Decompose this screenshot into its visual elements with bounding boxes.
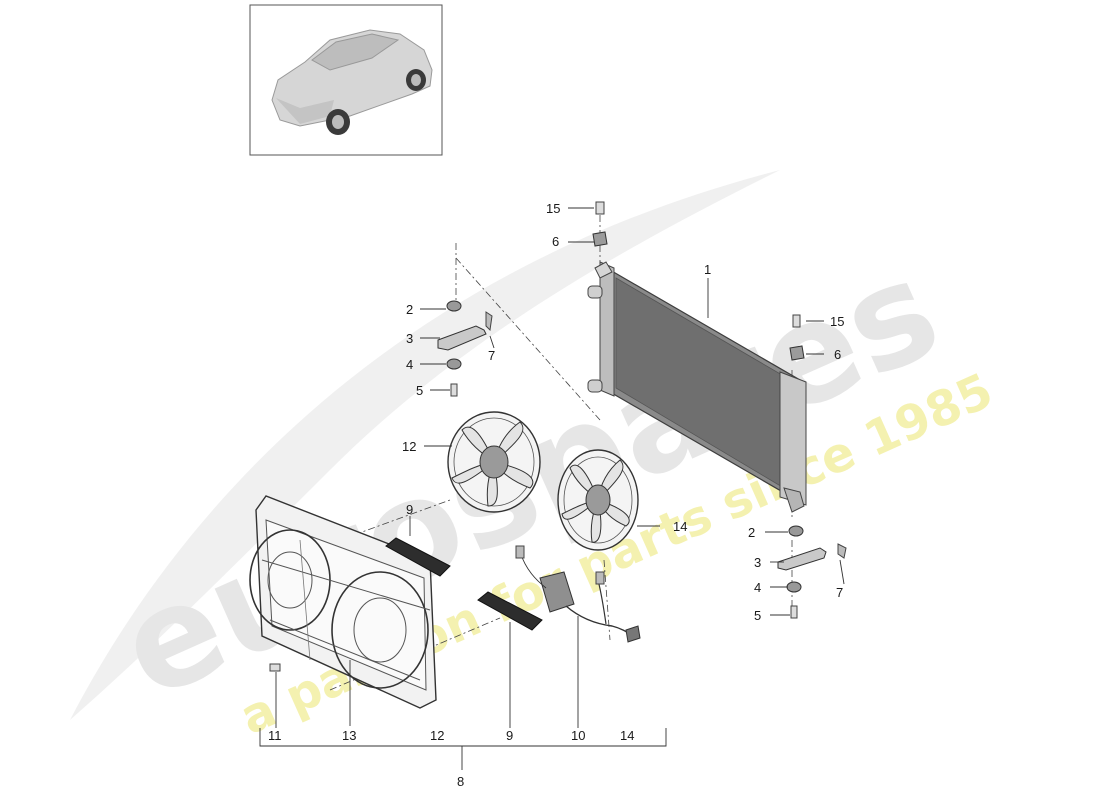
fan-control-unit bbox=[515, 545, 641, 643]
vehicle-thumbnail bbox=[249, 4, 443, 156]
fan-small bbox=[557, 449, 639, 551]
callouts: 1 15 6 15 6 2 3 4 5 7 12 14 9 2 3 4 5 7 … bbox=[268, 201, 844, 789]
callout-3-right: 3 bbox=[754, 555, 761, 570]
callout-7-left: 7 bbox=[488, 348, 495, 363]
callout-6-right: 6 bbox=[834, 347, 841, 362]
mount-stack-left bbox=[437, 300, 493, 397]
callout-2-right: 2 bbox=[748, 525, 755, 540]
bracket-label-11: 11 bbox=[268, 728, 282, 743]
callout-12-fan: 12 bbox=[402, 439, 416, 454]
callout-14-fan: 14 bbox=[673, 519, 687, 534]
callout-4-left: 4 bbox=[406, 357, 413, 372]
callout-2-left: 2 bbox=[406, 302, 413, 317]
callout-5-left: 5 bbox=[416, 383, 423, 398]
bracket-label-13: 13 bbox=[342, 728, 356, 743]
seal-strip-upper bbox=[385, 537, 451, 577]
callout-4-right: 4 bbox=[754, 580, 761, 595]
callout-3-left: 3 bbox=[406, 331, 413, 346]
bracket-label-12: 12 bbox=[430, 728, 444, 743]
callout-15-right: 15 bbox=[830, 314, 844, 329]
top-bolt-right bbox=[792, 314, 801, 328]
leader-lines bbox=[259, 207, 845, 770]
bracket-label-9: 9 bbox=[506, 728, 513, 743]
top-mount-right bbox=[789, 345, 805, 361]
callout-15-top-left: 15 bbox=[546, 201, 560, 216]
radiator bbox=[587, 261, 807, 513]
callout-6-top-left: 6 bbox=[552, 234, 559, 249]
callout-5-right: 5 bbox=[754, 608, 761, 623]
bracket-label-10: 10 bbox=[571, 728, 585, 743]
bracket-label-14: 14 bbox=[620, 728, 634, 743]
callout-7-right: 7 bbox=[836, 585, 843, 600]
top-mount-left bbox=[592, 231, 608, 247]
car-icon bbox=[271, 29, 433, 135]
top-bolt-left bbox=[595, 201, 605, 215]
callout-8: 8 bbox=[457, 774, 464, 789]
seal-strip-lower bbox=[477, 591, 543, 631]
mount-stack-right bbox=[777, 525, 847, 619]
callout-9-strip: 9 bbox=[406, 502, 413, 517]
fan-large bbox=[447, 411, 541, 513]
callout-1: 1 bbox=[704, 262, 711, 277]
screw-11 bbox=[269, 663, 281, 672]
